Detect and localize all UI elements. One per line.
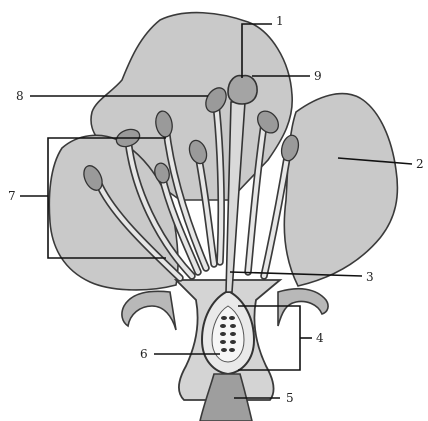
- label-1: 1: [276, 14, 284, 28]
- label-7: 7: [8, 189, 16, 203]
- label-2: 2: [416, 157, 424, 171]
- petal-right: [284, 94, 397, 286]
- label-6: 6: [140, 347, 148, 361]
- stigma: [228, 76, 257, 104]
- label-5: 5: [286, 391, 294, 405]
- label-4: 4: [316, 331, 324, 345]
- label-3: 3: [366, 270, 374, 284]
- label-9: 9: [314, 69, 322, 83]
- sepal-left: [122, 291, 176, 330]
- label-8: 8: [16, 89, 24, 103]
- sepal-right: [278, 289, 328, 326]
